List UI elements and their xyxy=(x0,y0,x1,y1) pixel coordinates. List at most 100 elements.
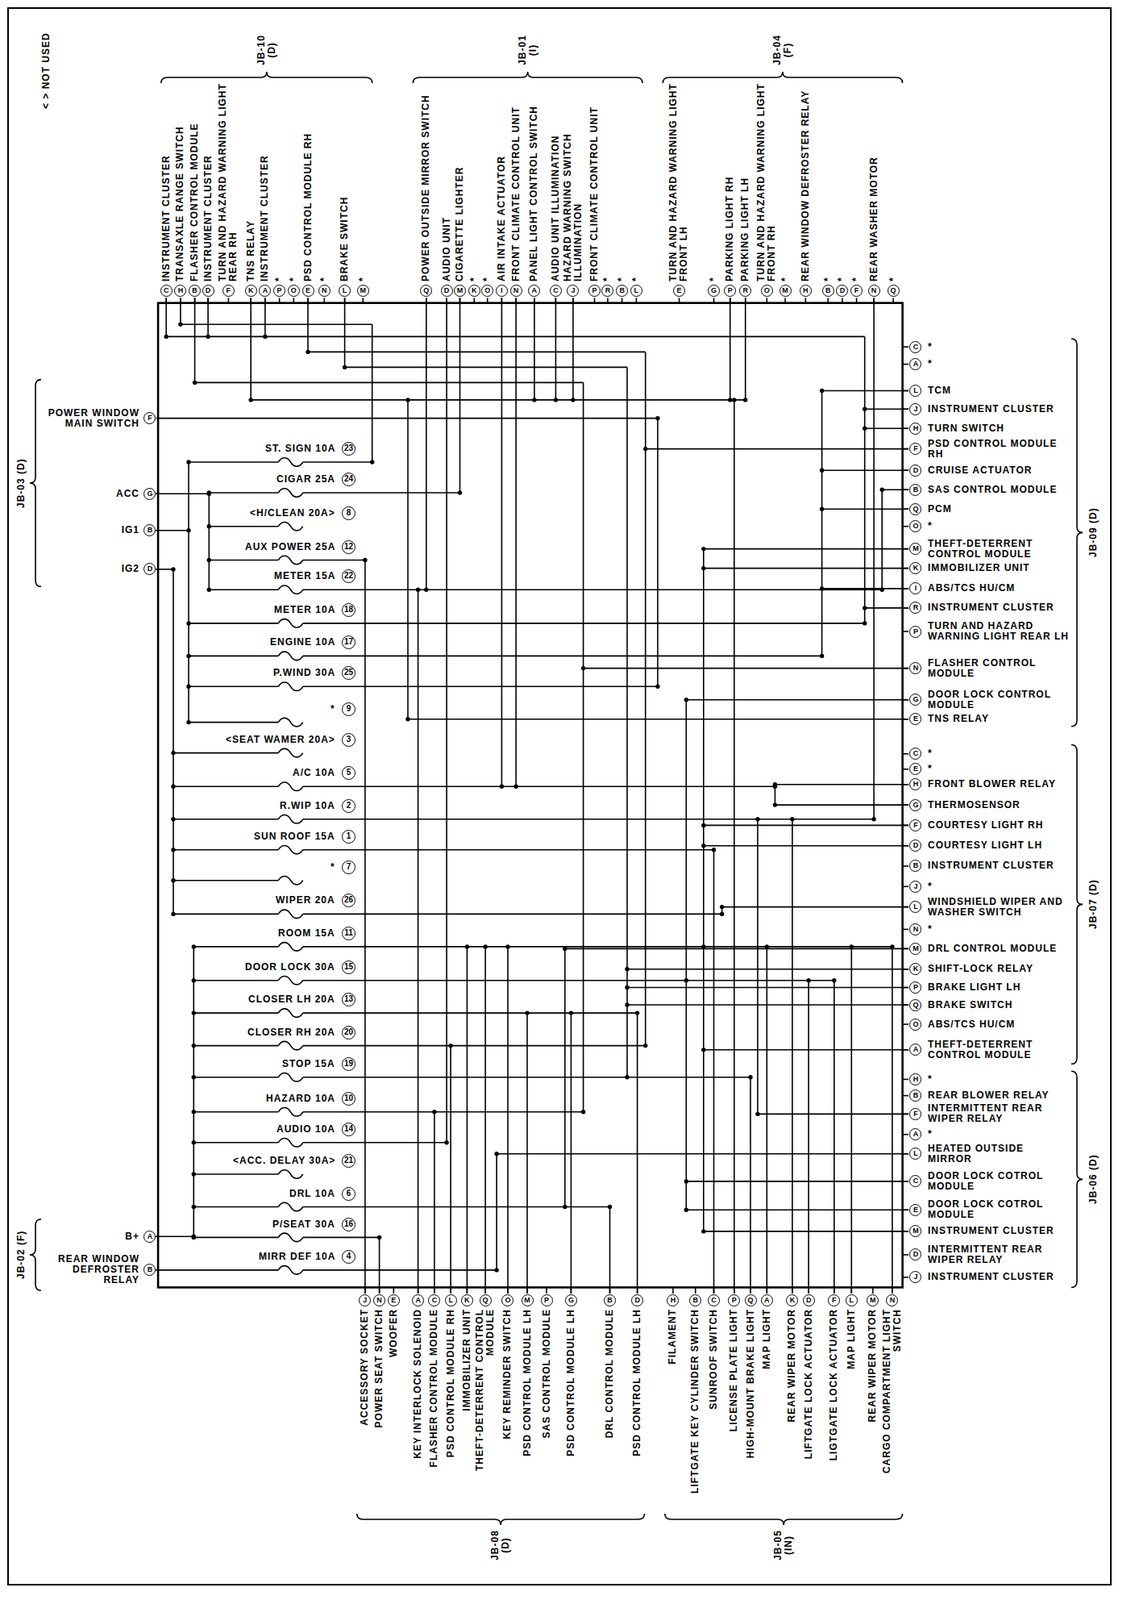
pin-stub xyxy=(902,345,910,348)
junction-dot xyxy=(684,697,689,702)
wire xyxy=(303,848,715,851)
wire xyxy=(713,849,716,1293)
fuse-number: 5 xyxy=(341,765,356,780)
junction-dot xyxy=(607,1204,612,1209)
feed-wire xyxy=(193,945,279,948)
pin-stub xyxy=(902,1133,910,1135)
junction-dot xyxy=(191,1074,196,1079)
feed-wire xyxy=(173,879,279,882)
pin-label: SUNROOF SWITCH xyxy=(708,1308,720,1510)
wire xyxy=(303,1044,646,1047)
pin-label: PSD CONTROL MODULE LH xyxy=(565,1308,577,1510)
feed-wire xyxy=(193,1044,279,1047)
wire xyxy=(303,979,835,982)
junction-dot xyxy=(415,587,420,592)
junction-dot xyxy=(191,1139,196,1144)
junction-dot xyxy=(164,334,169,339)
pin-label: * xyxy=(357,79,369,282)
wire xyxy=(449,1045,452,1293)
pin-label: BRAKE LIGHT LH xyxy=(927,981,1069,993)
pin-label: * xyxy=(274,79,285,282)
pin-letter: O xyxy=(909,1018,922,1031)
pin-stub xyxy=(361,297,364,303)
wire xyxy=(250,399,746,401)
pin-stub xyxy=(473,297,475,303)
fuse-name: AUDIO 10A xyxy=(275,1123,337,1135)
feed-wire xyxy=(173,848,279,851)
junction-dot xyxy=(562,1204,567,1209)
feed-wire xyxy=(156,492,210,495)
wire xyxy=(864,407,909,410)
junction-dot xyxy=(505,943,510,948)
junction-dot xyxy=(862,426,867,431)
pin-stub xyxy=(765,297,768,303)
junction-dot xyxy=(170,847,175,852)
pin-label: KEY INTERLOCK SOLENOID xyxy=(412,1308,424,1510)
pin-label: REAR WIPER MOTOR xyxy=(786,1308,798,1510)
wire xyxy=(644,351,647,1045)
feed-wire xyxy=(188,622,279,624)
pin-letter: F xyxy=(222,284,235,297)
wire xyxy=(195,382,584,384)
junction-dot xyxy=(643,1043,648,1048)
junction-dot xyxy=(457,490,462,495)
group-bracket xyxy=(29,379,42,587)
fuse-number: 19 xyxy=(341,1056,356,1071)
pin-label: THEFT-DETERRENT CONTROL MODULE xyxy=(927,1039,1069,1061)
group-bracket xyxy=(29,1218,42,1291)
fuse-name: METER 15A xyxy=(273,570,337,582)
wire xyxy=(303,685,658,687)
group-bracket xyxy=(1071,744,1083,1064)
wire xyxy=(627,968,909,970)
pin-stub xyxy=(392,1286,395,1293)
pin-letter: M xyxy=(779,284,792,297)
fuse-name: * xyxy=(329,861,337,873)
junction-dot xyxy=(424,587,429,592)
wire xyxy=(371,324,374,462)
feed-wire xyxy=(156,1268,279,1271)
pin-stub xyxy=(594,297,596,303)
pin-letter: G xyxy=(909,798,922,811)
pin-stub xyxy=(902,1078,910,1081)
fuse-symbol xyxy=(278,1072,303,1082)
pin-letter: O xyxy=(481,284,494,297)
pin-label: INSTRUMENT CLUSTER xyxy=(927,860,1069,871)
pin-letter: A xyxy=(528,284,541,297)
pin-letter: O xyxy=(760,284,774,297)
junction-dot xyxy=(191,1043,196,1048)
wire xyxy=(873,297,875,819)
fuse-symbol xyxy=(278,521,303,531)
pin-label: DRL CONTROL MODULE xyxy=(604,1308,616,1510)
wire xyxy=(555,297,558,400)
pin-letter: E xyxy=(387,1293,400,1306)
fuse-symbol xyxy=(278,651,303,661)
junction-dot xyxy=(684,1178,689,1183)
fuse-name: P/SEAT 30A xyxy=(271,1218,337,1230)
junction-dot xyxy=(624,966,629,971)
fuse-name: <SEAT WAMER 20A> xyxy=(224,734,337,745)
pin-letter: D xyxy=(835,284,849,297)
pin-label: SAS CONTROL MODULE xyxy=(541,1308,553,1510)
pin-stub xyxy=(713,297,716,303)
pin-label: PANEL LIGHT CONTROL SWITCH xyxy=(528,79,540,282)
fuse-name: ENGINE 10A xyxy=(269,636,337,648)
wire xyxy=(433,1111,436,1293)
wire xyxy=(165,297,167,337)
junction-dot xyxy=(655,684,660,689)
junction-dot xyxy=(191,1010,196,1015)
junction-dot xyxy=(448,1043,453,1048)
pin-stub xyxy=(784,297,786,303)
junction-dot xyxy=(207,523,212,529)
wire xyxy=(180,323,373,325)
wire xyxy=(822,587,910,590)
junction-dot xyxy=(482,943,487,948)
fuse-name: DRL 10A xyxy=(288,1188,337,1199)
wire xyxy=(303,461,373,463)
junction-dot xyxy=(186,653,191,658)
fuse-symbol xyxy=(278,585,303,595)
pin-letter: F xyxy=(909,1107,922,1120)
wire xyxy=(303,655,823,657)
feed-wire xyxy=(193,1011,279,1014)
pin-letter: M xyxy=(866,1293,879,1306)
